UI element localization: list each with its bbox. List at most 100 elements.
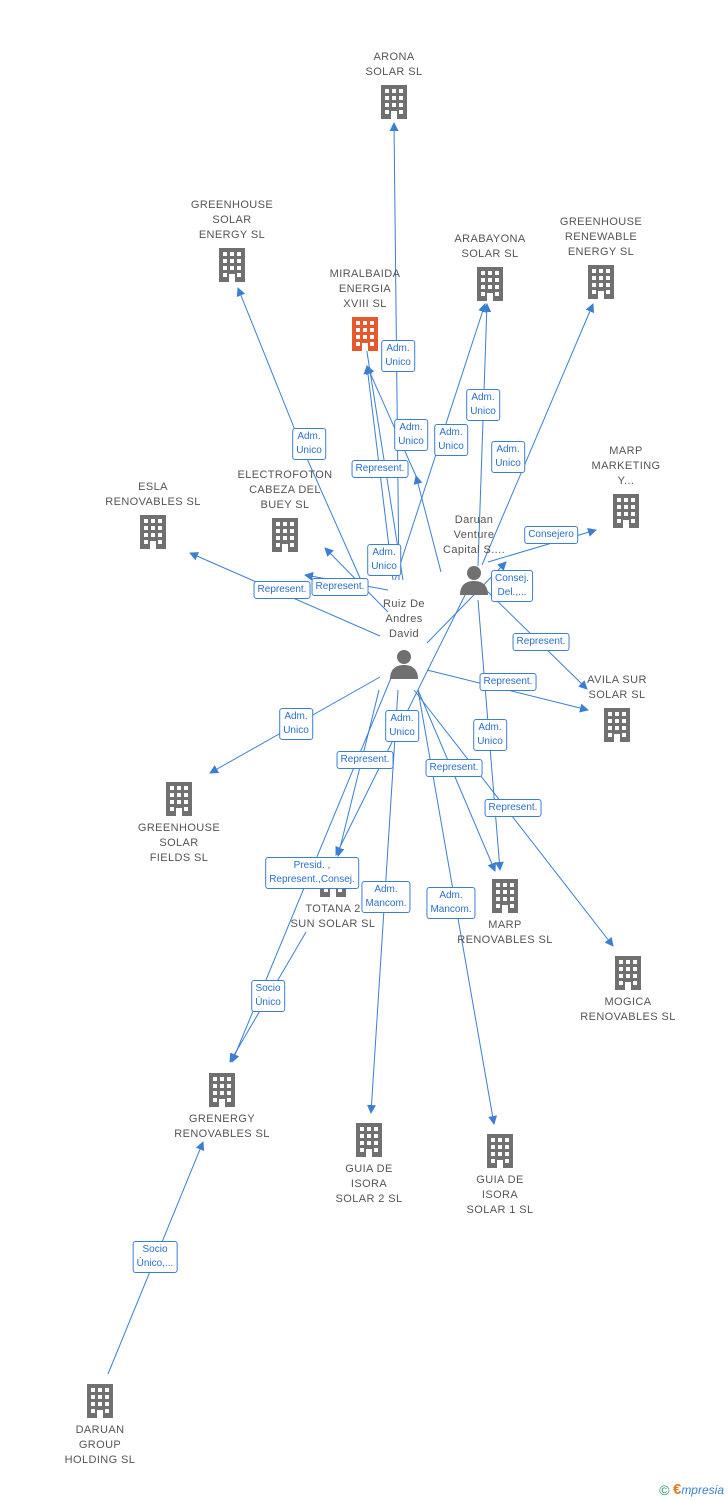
building-icon[interactable] [163, 782, 195, 816]
building-icon[interactable] [378, 85, 410, 119]
edge-label-line: Unico [296, 445, 322, 456]
node-label-line: Venture [453, 529, 495, 541]
building-icon[interactable] [84, 1384, 116, 1418]
edge-role-label[interactable]: Adm.Unico [473, 719, 507, 751]
building-icon[interactable] [489, 879, 521, 913]
node-label-line: DARUAN [75, 1424, 125, 1436]
building-icon[interactable] [610, 494, 642, 528]
node-label-line: Andres [385, 613, 423, 625]
edge-line [300, 444, 361, 579]
building-icon[interactable] [206, 1073, 238, 1107]
edge-role-label[interactable]: Adm.Mancom. [426, 887, 476, 919]
edge-line [487, 527, 597, 563]
node-label-line: ESLA [138, 481, 168, 493]
building-icon[interactable] [585, 265, 617, 299]
node-label-line: MARKETING [591, 460, 661, 472]
edge-label-line: Adm. [496, 444, 520, 455]
edge-label-line: Socio [142, 1244, 168, 1255]
node-label-line: MOGICA [604, 996, 652, 1008]
edge-line [417, 689, 497, 872]
building-icon[interactable] [216, 248, 248, 282]
edge-label-line: Represent. [340, 754, 390, 765]
edge-role-label[interactable]: Presid. ,Represent.,Consej. [265, 857, 359, 889]
edge-role-label[interactable]: Adm.Unico [434, 424, 468, 456]
edge-role-label[interactable]: Adm.Unico [466, 389, 500, 421]
building-icon[interactable] [269, 518, 301, 552]
node-label-line: GREENHOUSE [559, 216, 643, 228]
node-label-line: BUEY SL [260, 499, 310, 511]
edge-role-label[interactable]: Adm.Unico [385, 710, 419, 742]
edge-label-line: Represent. [516, 636, 566, 647]
node-label-line: CABEZA DEL [249, 484, 321, 496]
edge-role-label[interactable]: Adm.Unico [367, 544, 401, 576]
edge-label-line: Adm. [386, 343, 410, 354]
edge-label-line: Represent. [429, 762, 479, 773]
edge-role-label[interactable]: Adm.Unico [381, 340, 415, 372]
edge-role-label[interactable]: Consejero [524, 526, 578, 544]
building-icon[interactable] [612, 956, 644, 990]
building-icon[interactable] [353, 1123, 385, 1157]
edge-role-label[interactable]: Adm.Unico [394, 419, 428, 451]
node-label-line: MARP [488, 919, 522, 931]
node-label-line: ENERGIA [338, 283, 392, 295]
logo-initial: € [672, 1481, 682, 1498]
person-icon[interactable] [388, 647, 420, 681]
edge-label-line: Adm. [284, 711, 308, 722]
node-label-line: AVILA SUR [587, 674, 647, 686]
edge-role-label[interactable]: Adm. Unico [491, 441, 525, 473]
edge-role-label[interactable]: Represent. [425, 759, 483, 777]
node-label-line: SOLAR 2 SL [335, 1193, 403, 1205]
edge-label-line: Unico [495, 458, 521, 469]
building-icon[interactable] [137, 515, 169, 549]
edge-role-label[interactable]: Adm.Unico [292, 428, 326, 460]
edge-role-label[interactable]: Consej.Del.,... [491, 570, 533, 602]
empresia-logo[interactable]: © €mpresia [659, 1481, 724, 1498]
building-icon[interactable] [474, 267, 506, 301]
edge-role-label[interactable]: Represent. [311, 578, 369, 596]
edge-role-label[interactable]: Represent. [336, 751, 394, 769]
edge-role-label[interactable]: Represent. [479, 673, 537, 691]
edge-line [413, 475, 442, 573]
node-label-line: TOTANA 2 [305, 903, 361, 915]
building-icon[interactable] [601, 708, 633, 742]
node-label-line: MARP [609, 445, 643, 457]
edge-role-label[interactable]: Adm.Mancom. [361, 881, 411, 913]
edge-line [236, 287, 302, 446]
edge-label-line: Represent.,Consej. [269, 874, 355, 885]
edge-role-label[interactable]: Represent. [484, 799, 542, 817]
node-label-line: David [388, 628, 420, 640]
person-icon[interactable] [458, 563, 490, 597]
edge-label-line: Adm. [374, 884, 398, 895]
building-icon[interactable] [484, 1134, 516, 1168]
node-label-line: ARABAYONA [454, 233, 526, 245]
edge-role-label[interactable]: Represent. [351, 460, 409, 478]
edge-role-label[interactable]: Adm.Unico [279, 708, 313, 740]
edge-role-label[interactable]: Represent. [253, 581, 311, 599]
building-icon[interactable] [349, 317, 381, 351]
node-label-line: ISORA [350, 1178, 388, 1190]
edge-line [477, 303, 492, 567]
edge-role-label[interactable]: Represent. [512, 633, 570, 651]
node-label-line: GREENHOUSE [137, 822, 221, 834]
